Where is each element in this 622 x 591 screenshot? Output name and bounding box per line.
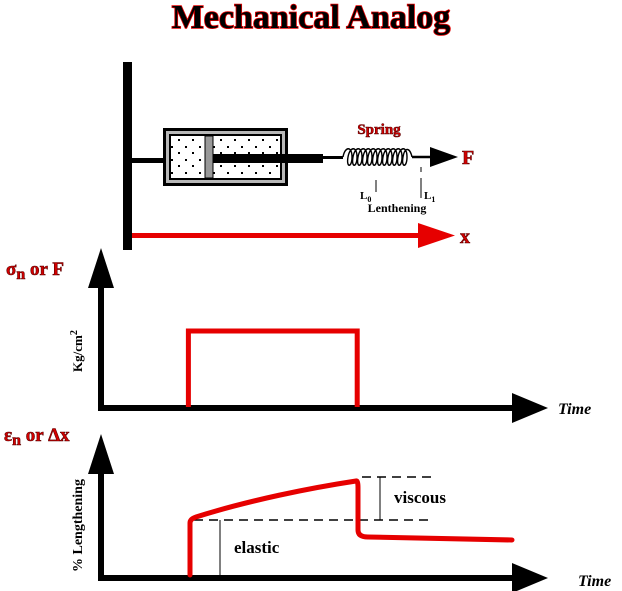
- stress-y-arrowhead: [88, 248, 114, 288]
- stress-y-axis: [98, 278, 104, 409]
- displacement-label: x: [460, 226, 470, 248]
- stress-units-label: Kg/cm2: [69, 330, 85, 372]
- spring-coil: [342, 148, 413, 166]
- mechanism: F Spring L0 L1 Lenthening x: [123, 62, 475, 250]
- displacement-shaft: [132, 233, 422, 238]
- fixed-wall: [123, 62, 132, 250]
- l0-label: L0: [360, 190, 371, 204]
- force-label: F: [462, 147, 474, 169]
- force-arrowhead: [430, 147, 458, 167]
- wall-rod: [131, 158, 165, 163]
- strain-x-axis: [98, 575, 526, 581]
- elastic-label: elastic: [234, 538, 280, 557]
- strain-y-axis: [98, 466, 104, 581]
- stress-y-label: σn or F: [6, 259, 64, 283]
- lengthening-label: Lenthening: [368, 201, 427, 215]
- strain-units-label: % Lengthening: [71, 479, 86, 572]
- strain-x-label: Time: [578, 573, 611, 590]
- piston: [204, 135, 214, 179]
- strain-y-label: εn or Δx: [4, 425, 70, 449]
- stress-x-label: Time: [558, 401, 591, 418]
- diagram-title: Mechanical Analog: [172, 0, 451, 36]
- dashpot: [163, 128, 343, 186]
- stress-x-axis: [98, 405, 526, 411]
- strain-plot: Time εn or Δx % Lengthening elastic visc…: [4, 425, 611, 591]
- l1-label: L1: [424, 190, 435, 204]
- viscous-label: viscous: [394, 488, 446, 507]
- stress-plot: Time σn or F Kg/cm2: [6, 248, 591, 423]
- stress-pulse-line: [185, 328, 360, 407]
- piston-rod: [213, 154, 323, 163]
- strain-x-arrowhead: [512, 563, 548, 591]
- spring-label: Spring: [357, 122, 401, 138]
- stress-x-arrowhead: [512, 393, 548, 423]
- displacement-arrowhead: [418, 223, 455, 248]
- strain-y-arrowhead: [88, 434, 114, 474]
- strain-response-curve: [187, 478, 515, 578]
